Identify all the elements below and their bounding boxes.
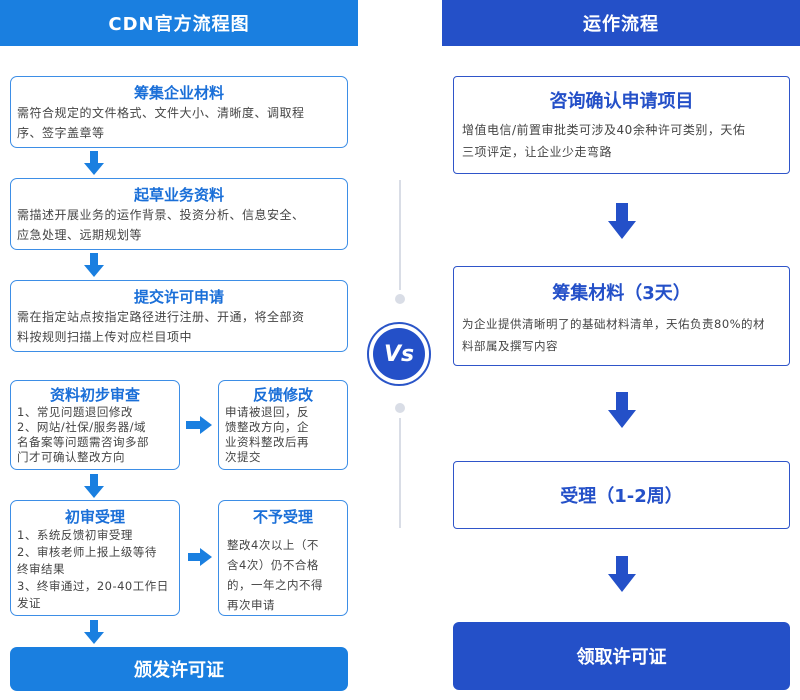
step-body-line: 的，一年之内不得 [227, 578, 323, 592]
arrow-down-icon [608, 556, 636, 592]
divider-line [399, 180, 401, 290]
step-body-line: 为企业提供清晰明了的基础材料清单，天佑负责80%的材 [462, 317, 766, 331]
divider-dot [395, 294, 405, 304]
step-body-line: 次提交 [225, 450, 261, 464]
step-title: 咨询确认申请项目 [549, 91, 694, 112]
arrow-down-icon [84, 151, 104, 175]
step-title: 筹集企业材料 [133, 84, 224, 102]
step-body-line: 再次申请 [227, 598, 275, 612]
step-body-line: 1、常见问题退回修改 [17, 405, 133, 419]
step-title: 反馈修改 [252, 386, 313, 404]
vs-badge: Vs [367, 322, 431, 386]
step-body-line: 应急处理、远期规划等 [17, 228, 143, 242]
step-body-line: 序、签字盖章等 [17, 126, 105, 140]
step-body-line: 3、终审通过，20-40工作日 [17, 579, 169, 593]
step-title: 起草业务资料 [133, 186, 224, 204]
divider-line [399, 418, 401, 528]
step-consult-confirm: 咨询确认申请项目 增值电信/前置审批类可涉及40余种许可类别，天佑 三项评定，让… [453, 76, 790, 174]
arrow-right-icon [188, 548, 212, 566]
step-body-line: 需符合规定的文件格式、文件大小、清晰度、调取程 [17, 106, 305, 120]
step-not-accepted: 不予受理 整改4次以上（不 含4次）仍不合格 的，一年之内不得 再次申请 [218, 500, 348, 616]
step-preliminary-review: 资料初步审查 1、常见问题退回修改 2、网站/社保/服务器/域 名备案等问题需咨… [10, 380, 180, 470]
left-header: CDN官方流程图 [0, 0, 358, 46]
step-body-line: 料部属及撰写内容 [462, 339, 558, 353]
arrow-down-icon [608, 392, 636, 428]
step-body-line: 料按规则扫描上传对应栏目项中 [17, 330, 193, 344]
step-body-line: 申请被退回，反 [225, 405, 309, 419]
step-initial-acceptance: 初审受理 1、系统反馈初审受理 2、审核老师上报上级等待 终审结果 3、终审通过… [10, 500, 180, 616]
step-collect-materials: 筹集企业材料 需符合规定的文件格式、文件大小、清晰度、调取程 序、签字盖章等 [10, 76, 348, 148]
step-title: 受理（1-2周） [560, 486, 683, 507]
step-body-line: 三项评定，让企业少走弯路 [462, 145, 613, 159]
step-submit-application: 提交许可申请 需在指定站点按指定路径进行注册、开通，将全部资 料按规则扫描上传对… [10, 280, 348, 352]
step-title: 提交许可申请 [133, 288, 224, 306]
step-title: 资料初步审查 [49, 386, 140, 404]
step-body-line: 整改4次以上（不 [227, 538, 319, 552]
step-feedback-revise: 反馈修改 申请被退回，反 馈整改方向，企 业资料整改后再 次提交 [218, 380, 348, 470]
step-body-line: 门才可确认整改方向 [17, 450, 125, 464]
step-title: 不予受理 [252, 508, 313, 526]
step-body-line: 发证 [17, 596, 41, 610]
step-body-line: 业资料整改后再 [225, 435, 309, 449]
step-collect-3days: 筹集材料（3天） 为企业提供清晰明了的基础材料清单，天佑负责80%的材 料部属及… [453, 266, 790, 366]
final-issue-license: 颁发许可证 [10, 647, 348, 691]
step-acceptance-weeks: 受理（1-2周） [453, 461, 790, 529]
step-body-line: 名备案等问题需咨询多部 [17, 435, 149, 449]
divider-dot [395, 403, 405, 413]
final-receive-license: 领取许可证 [453, 622, 790, 690]
arrow-down-icon [84, 253, 104, 277]
step-title: 筹集材料（3天） [552, 283, 691, 304]
step-body-line: 馈整改方向，企 [225, 420, 309, 434]
step-body-line: 终审结果 [17, 562, 65, 576]
step-body-line: 含4次）仍不合格 [227, 558, 319, 572]
arrow-down-icon [608, 203, 636, 239]
step-draft-documents: 起草业务资料 需描述开展业务的运作背景、投资分析、信息安全、 应急处理、远期规划… [10, 178, 348, 250]
arrow-right-icon [186, 416, 212, 434]
arrow-down-icon [84, 474, 104, 498]
step-body-line: 2、网站/社保/服务器/域 [17, 420, 146, 434]
step-title: 初审受理 [64, 508, 125, 526]
step-body-line: 1、系统反馈初审受理 [17, 528, 133, 542]
right-header: 运作流程 [442, 0, 800, 46]
step-body-line: 需描述开展业务的运作背景、投资分析、信息安全、 [17, 208, 305, 222]
arrow-down-icon [84, 620, 104, 644]
step-body-line: 需在指定站点按指定路径进行注册、开通，将全部资 [17, 310, 305, 324]
step-body-line: 2、审核老师上报上级等待 [17, 545, 157, 559]
step-body-line: 增值电信/前置审批类可涉及40余种许可类别，天佑 [462, 123, 746, 137]
vs-text: Vs [373, 328, 425, 380]
